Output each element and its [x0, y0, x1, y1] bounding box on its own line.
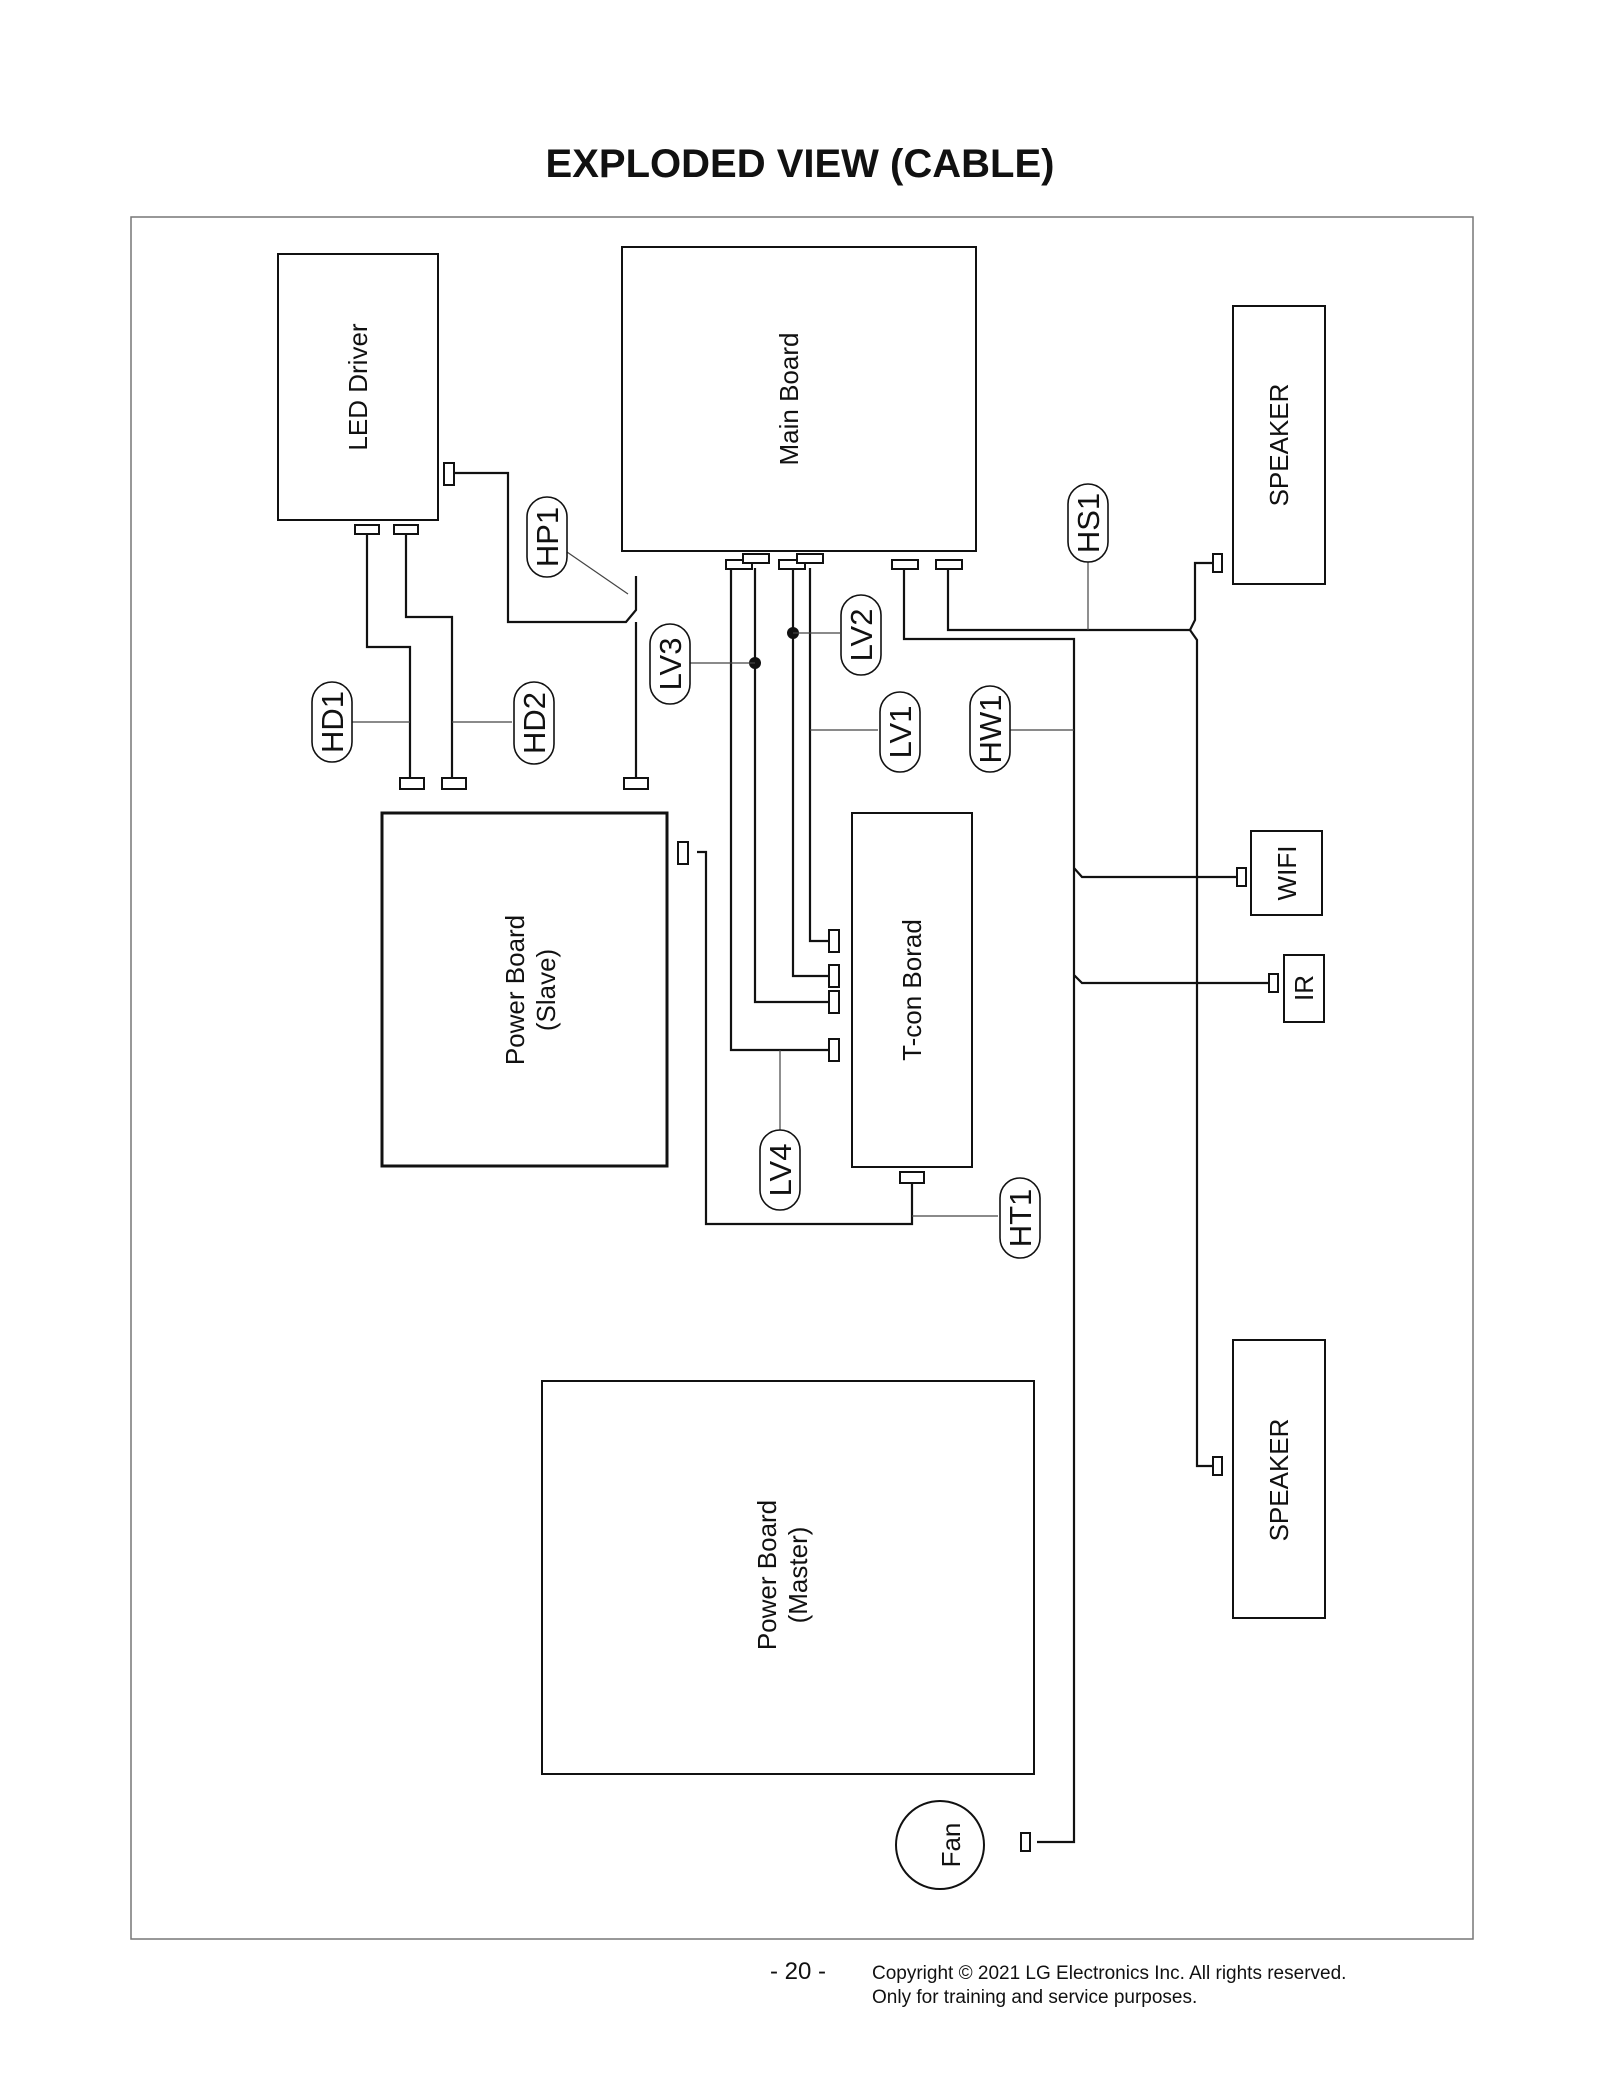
- speaker-bottom-label: SPEAKER: [1264, 1419, 1294, 1542]
- page-number: - 20 -: [770, 1958, 827, 1985]
- ir-box: [1283, 954, 1325, 1023]
- connector: [725, 559, 753, 570]
- fan-label: Fan: [936, 1823, 966, 1868]
- led-driver-label: LED Driver: [343, 323, 373, 450]
- cable-label-lv4: LV4: [759, 1129, 801, 1211]
- copyright-line-2: Only for training and service purposes.: [872, 1987, 1198, 2008]
- connector: [354, 524, 380, 535]
- wire-hd2: [404, 533, 454, 778]
- cable-label-lv3-text: LV3: [653, 638, 688, 691]
- connectors: [354, 462, 1279, 1852]
- connector: [899, 1171, 925, 1184]
- speaker-bottom-box: [1232, 1339, 1326, 1619]
- wire-hd1: [365, 533, 412, 778]
- connector: [891, 559, 919, 570]
- connector: [1212, 1456, 1223, 1476]
- wire-hw1: [902, 567, 1269, 1844]
- connector: [828, 964, 840, 988]
- cable-label-hp1-text: HP1: [530, 507, 565, 567]
- cable-label-hd2: HD2: [513, 681, 555, 765]
- power-board-master-label-1: Power Board: [752, 1500, 782, 1650]
- cable-label-hs1: HS1: [1067, 483, 1109, 563]
- connector: [742, 553, 770, 564]
- cable-label-lv1-text: LV1: [883, 706, 918, 759]
- cable-label-hs1-text: HS1: [1071, 493, 1106, 553]
- power-board-slave-box: [380, 811, 669, 1168]
- cable-label-hd1-text: HD1: [315, 691, 350, 753]
- connector: [441, 777, 467, 790]
- wire-lv2: [791, 567, 829, 978]
- speaker-top-box: [1232, 305, 1326, 585]
- connector: [778, 559, 806, 570]
- cable-label-hw1: HW1: [969, 685, 1011, 773]
- ir-label: IR: [1289, 975, 1319, 1001]
- connector: [828, 1038, 840, 1062]
- copyright-notice: Copyright © 2021 LG Electronics Inc. All…: [872, 1962, 1346, 2010]
- power-board-slave-label-1: Power Board: [500, 915, 530, 1065]
- cable-label-hp1: HP1: [526, 496, 568, 578]
- connector: [677, 841, 689, 865]
- cable-label-hd1: HD1: [311, 681, 353, 763]
- cable-label-lv2: LV2: [840, 594, 882, 676]
- diagram-frame: [130, 216, 1474, 1940]
- page-title: EXPLODED VIEW (CABLE): [545, 142, 1055, 186]
- connector: [1212, 553, 1223, 573]
- connector: [399, 777, 425, 790]
- main-board-label: Main Board: [774, 333, 804, 466]
- wire-hp1: [454, 471, 638, 778]
- main-board-box: [621, 246, 977, 552]
- connector: [1268, 973, 1279, 993]
- power-board-master-box: [541, 1380, 1035, 1775]
- wire-lv1: [808, 568, 829, 943]
- wire-lv4: [729, 568, 829, 1052]
- cable-label-lv3: LV3: [649, 623, 691, 705]
- wifi-box: [1250, 830, 1323, 916]
- cable-label-ht1-text: HT1: [1003, 1189, 1038, 1248]
- connector: [1020, 1832, 1031, 1852]
- cable-label-ht1: HT1: [999, 1177, 1041, 1259]
- connector: [828, 929, 840, 953]
- led-driver-box: [277, 253, 439, 521]
- cable-label-hw1-text: HW1: [973, 695, 1008, 764]
- connector: [796, 553, 824, 564]
- tcon-board-box: [851, 812, 973, 1168]
- cable-label-lv4-text: LV4: [763, 1144, 798, 1197]
- fan-circle: [895, 1800, 985, 1890]
- cable-label-hd2-text: HD2: [517, 692, 552, 754]
- connector: [393, 524, 419, 535]
- power-board-slave-label-2: (Slave): [531, 949, 561, 1031]
- wire-lv3: [753, 568, 829, 1004]
- connector: [828, 990, 840, 1014]
- wire-ht1: [697, 850, 914, 1226]
- wire-hs1: [946, 561, 1213, 1468]
- wifi-label: WIFI: [1272, 846, 1302, 901]
- copyright-line-1: Copyright © 2021 LG Electronics Inc. All…: [872, 1963, 1347, 1984]
- leader-hp1: [566, 551, 629, 595]
- speaker-top-label: SPEAKER: [1264, 384, 1294, 507]
- connector: [623, 777, 649, 790]
- power-board-master-label-2: (Master): [783, 1527, 813, 1624]
- connector: [443, 462, 455, 486]
- connector: [935, 559, 963, 570]
- cable-label-lv1: LV1: [879, 691, 921, 773]
- tcon-board-label: T-con Borad: [897, 919, 927, 1061]
- cable-label-lv2-text: LV2: [844, 609, 879, 662]
- connector: [1236, 867, 1247, 887]
